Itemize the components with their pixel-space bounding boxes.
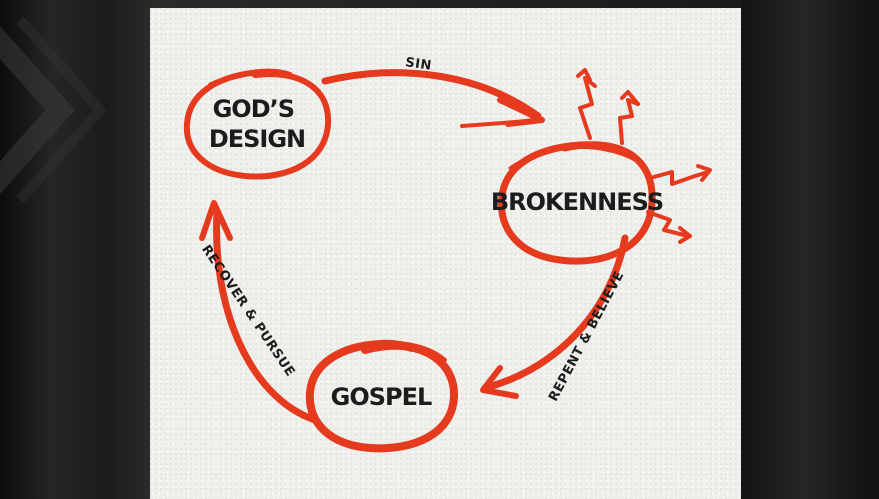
background-chevron — [0, 16, 107, 204]
brokenness-node: BROKENNESS — [491, 141, 664, 265]
diagram-canvas: GOD’S DESIGN SIN BROKENNESS — [150, 8, 741, 499]
cycle-diagram: GOD’S DESIGN SIN BROKENNESS — [183, 55, 712, 453]
repent-believe-arrow: REPENT & BELIEVE — [480, 234, 629, 404]
gospel-label: GOSPEL — [331, 383, 432, 411]
brokenness-burst-icon — [576, 68, 712, 244]
background-right-panel — [741, 0, 879, 499]
gospel-node: GOSPEL — [305, 339, 459, 453]
sin-label: SIN — [404, 55, 432, 74]
repent-believe-label: REPENT & BELIEVE — [546, 269, 627, 404]
brokenness-label: BROKENNESS — [491, 188, 663, 216]
gods-design-node: GOD’S DESIGN — [183, 68, 332, 180]
recover-pursue-arrow: RECOVER & PURSUE — [198, 200, 319, 424]
sin-arrow: SIN — [321, 55, 545, 128]
gods-design-label: GOD’S DESIGN — [209, 95, 305, 153]
